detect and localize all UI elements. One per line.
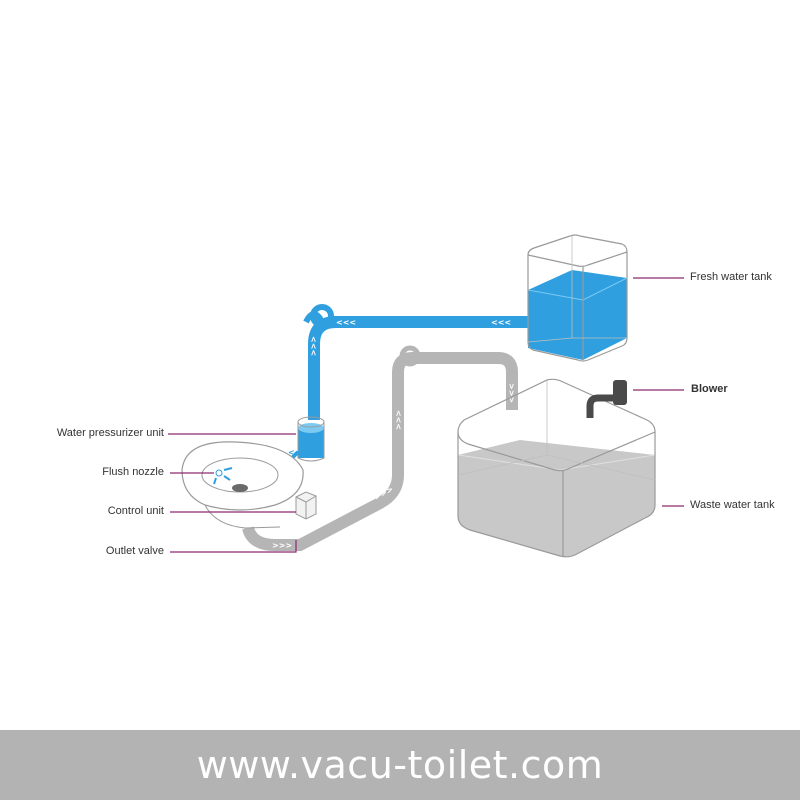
waste-water-tank-label: Waste water tank	[690, 499, 775, 511]
fresh-pipe-flow-marker: <<<	[336, 318, 356, 327]
fresh-pipe-flow-marker-down: <<<	[309, 336, 318, 356]
blower-label: Blower	[691, 383, 728, 395]
fresh-pipe-flow-marker-right: <<<	[491, 318, 511, 327]
waste-pipe-flow-marker-up: >>>	[394, 410, 403, 430]
water-pressurizer-unit: <<<	[288, 416, 325, 462]
vacuum-toilet-diagram: <<< <<< <<< >>> >>> >>> >>> >>> >>>	[168, 234, 684, 558]
flush-nozzle-label: Flush nozzle	[102, 466, 164, 478]
toilet-bowl	[181, 441, 304, 529]
water-pressurizer-unit-label: Water pressurizer unit	[56, 427, 164, 439]
callout-lines	[168, 277, 684, 553]
website-url: www.vacu-toilet.com	[196, 743, 604, 787]
fresh-water-tank-label: Fresh water tank	[690, 271, 772, 283]
blower	[586, 380, 627, 418]
outlet-valve-label: Outlet valve	[105, 545, 164, 557]
waste-pipe-flow-marker-top: >>>	[446, 366, 466, 375]
bowl-out-flow-marker: >>>	[272, 541, 292, 550]
control-unit	[295, 491, 317, 520]
pressurizer-flow-marker: <<<	[288, 448, 308, 457]
footer-banner: www.vacu-toilet.com	[0, 730, 800, 800]
control-unit-label: Control unit	[107, 505, 164, 517]
fresh-water-pipe: <<< <<< <<<	[303, 304, 530, 420]
waste-pipe-flow-marker-down: >>>	[507, 383, 516, 403]
flush-nozzle-icon	[215, 469, 223, 477]
fresh-water-tank	[527, 234, 628, 362]
waste-water-tank	[457, 378, 656, 558]
